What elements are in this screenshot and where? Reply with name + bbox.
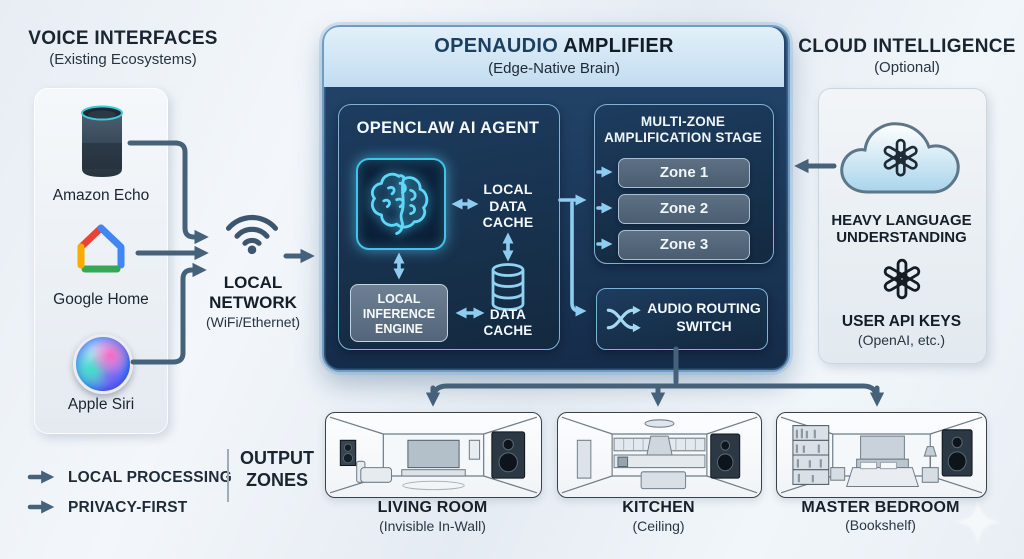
local-network-line1: LOCAL: [223, 273, 283, 292]
amplifier-header: [324, 27, 784, 87]
user-api-keys-label: USER API KEYS: [841, 313, 962, 330]
heavy-language-label: HEAVY LANGUAGE UNDERSTANDING: [831, 212, 972, 246]
local-network-line2: NETWORK: [209, 293, 297, 312]
sparkle-watermark: [954, 498, 1002, 546]
openclaw-agent-title: OPENCLAW AI AGENT: [356, 119, 540, 137]
cloud-intelligence-title: CLOUD INTELLIGENCE: [798, 36, 1016, 57]
legend-privacy-first: PRIVACY-FIRST: [68, 499, 188, 516]
openai-logo-in-cloud: [883, 138, 918, 177]
amplifier-title: OPENAUDIO AMPLIFIER: [434, 35, 674, 57]
kitchen-illustration: [561, 416, 758, 494]
multizone-title: MULTI-ZONE AMPLIFICATION STAGE: [604, 114, 762, 145]
master-bedroom-box: [776, 412, 987, 498]
local-inference-engine-box: LOCAL INFERENCE ENGINE: [350, 284, 448, 342]
master-bedroom-illustration: [780, 416, 983, 494]
master-bedroom-type: (Bookshelf): [845, 517, 916, 533]
voice-interfaces-title: VOICE INTERFACES: [28, 28, 218, 49]
audio-routing-switch-label: AUDIO ROUTING SWITCH: [647, 300, 761, 334]
zone-1-pill: Zone 1: [618, 158, 750, 188]
local-data-cache-label: LOCAL DATA CACHE: [482, 181, 534, 230]
google-home-label: Google Home: [53, 291, 149, 308]
database-icon: [491, 263, 525, 311]
brain-icon: [371, 172, 429, 235]
voice-interfaces-subtitle: (Existing Ecosystems): [49, 51, 197, 68]
wifi-icon: [225, 214, 279, 255]
amazon-echo-label: Amazon Echo: [52, 187, 150, 204]
master-bedroom-name: MASTER BEDROOM: [801, 499, 960, 516]
shuffle-icon: [606, 305, 641, 333]
cloud-intelligence-subtitle: (Optional): [874, 59, 940, 76]
zone-3-pill: Zone 3: [618, 230, 750, 260]
apple-siri-icon: [73, 334, 133, 394]
legend-local-processing: LOCAL PROCESSING: [68, 469, 232, 486]
living-room-name: LIVING ROOM: [377, 499, 488, 516]
openai-logo-icon: [883, 258, 921, 300]
kitchen-name: KITCHEN: [622, 499, 695, 516]
user-api-keys-subtitle: (OpenAI, etc.): [857, 332, 946, 348]
amazon-echo-icon: [81, 105, 123, 177]
cloud-icon: [840, 122, 960, 194]
local-network-subtitle: (WiFi/Ethernet): [205, 314, 301, 330]
amplifier-subtitle: (Edge-Native Brain): [488, 60, 620, 77]
living-room-type: (Invisible In-Wall): [379, 518, 486, 534]
brain-tile: [356, 158, 446, 250]
kitchen-type: (Ceiling): [632, 518, 685, 534]
output-zones-title: OUTPUT ZONES: [240, 448, 314, 490]
legend-divider: [227, 449, 229, 502]
google-home-icon: [77, 224, 125, 273]
apple-siri-label: Apple Siri: [67, 396, 135, 413]
audio-routing-switch-box: [596, 288, 768, 350]
zone-2-pill: Zone 2: [618, 194, 750, 224]
living-room-box: [325, 412, 542, 498]
data-cache-label: DATA CACHE: [483, 307, 533, 338]
kitchen-box: [557, 412, 762, 498]
living-room-illustration: [329, 416, 538, 494]
